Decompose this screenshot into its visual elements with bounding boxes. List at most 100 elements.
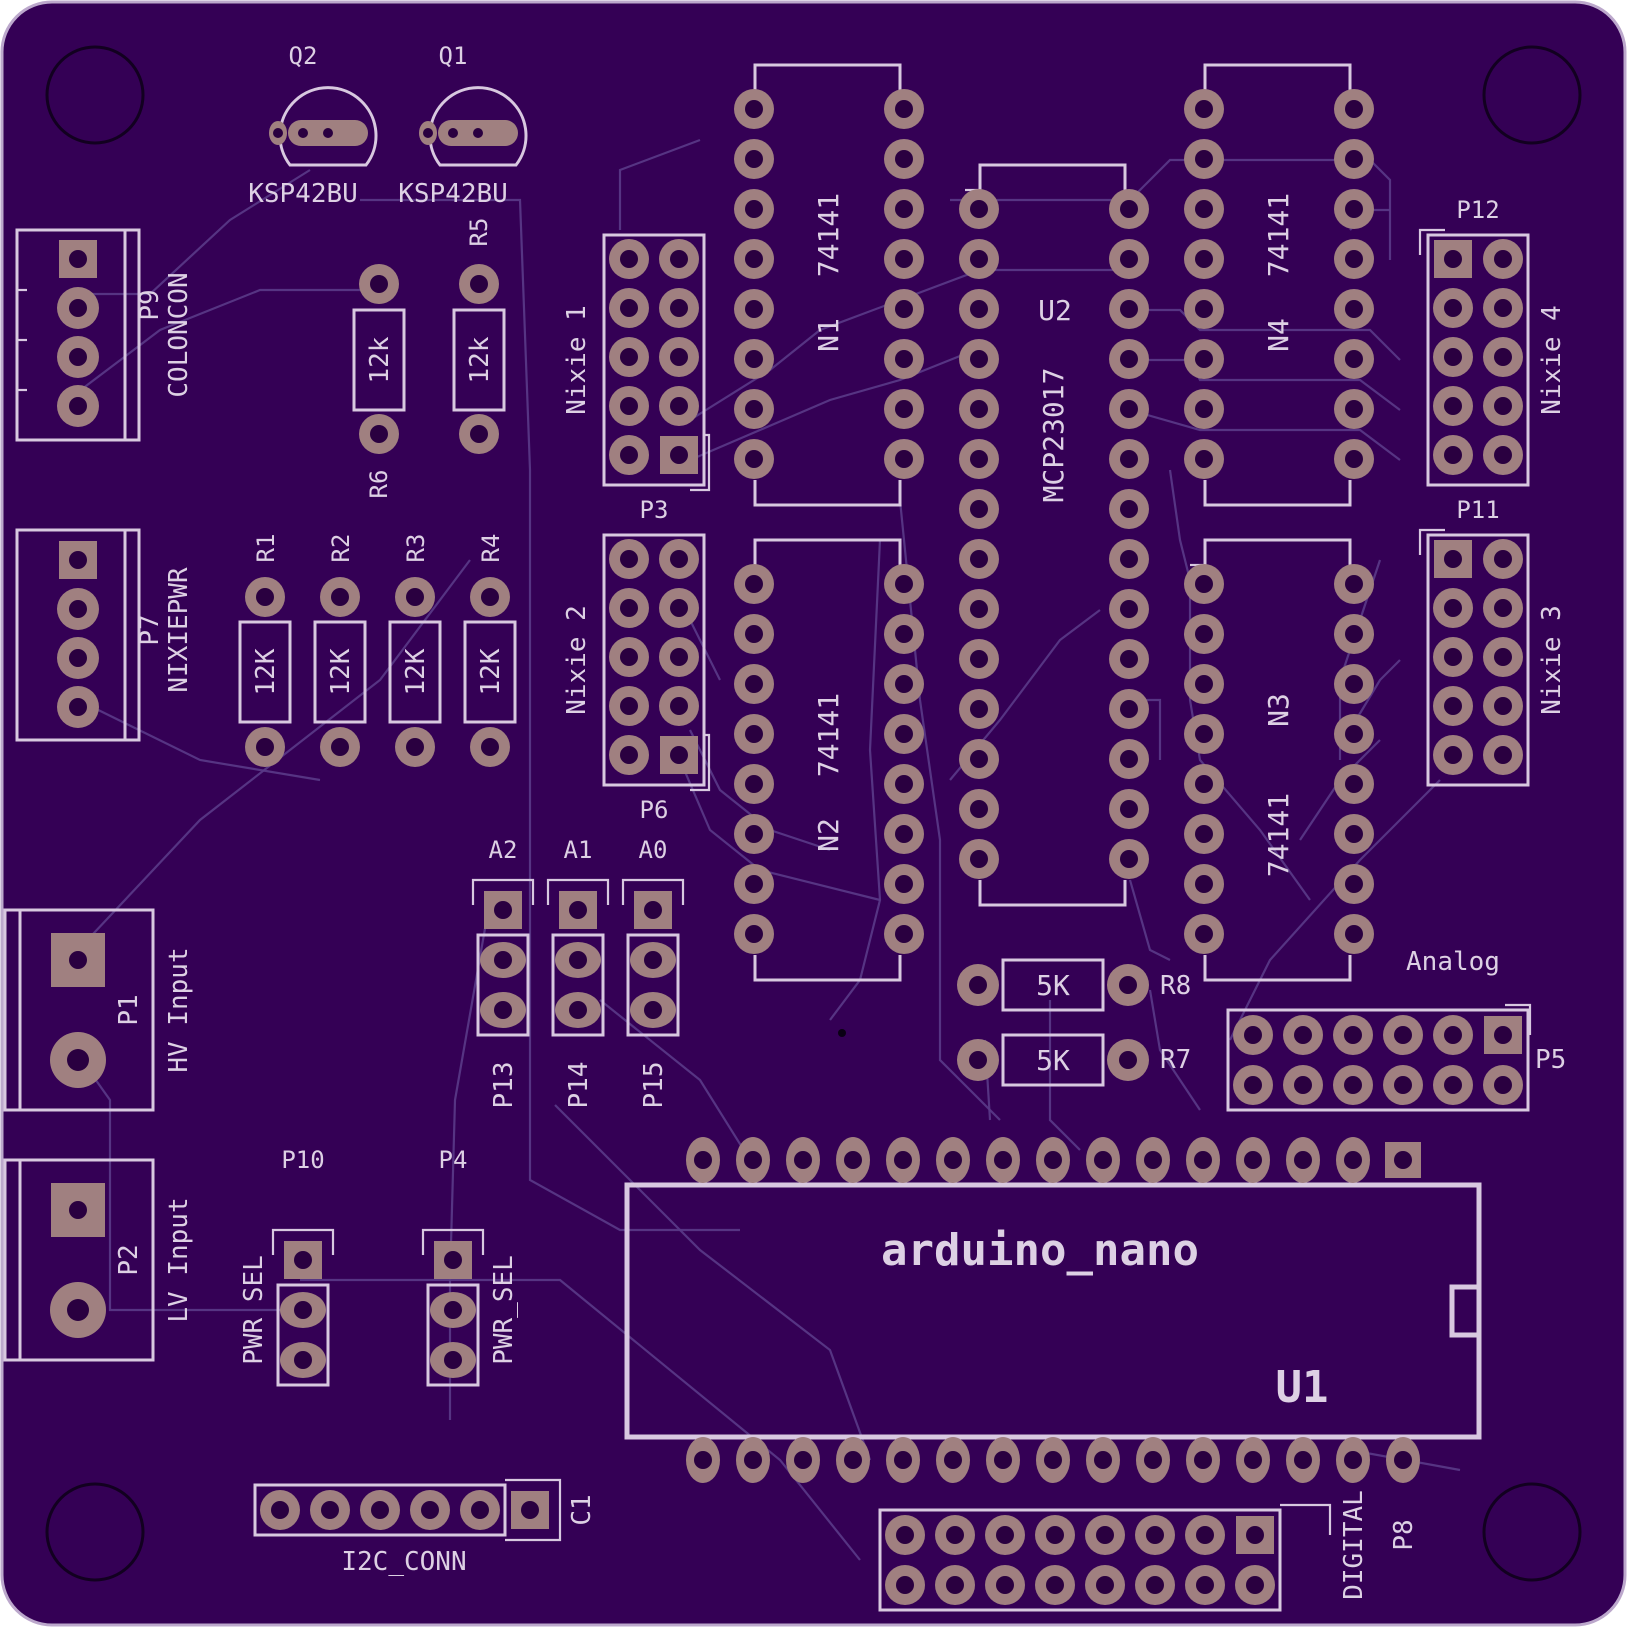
n2-pin-left-6-hole — [745, 825, 763, 843]
n4-pin-right-5 — [1334, 289, 1374, 329]
p15-pin-2-hole — [644, 951, 662, 969]
p8-pin-bottom-7 — [1235, 1565, 1275, 1605]
u2-pin-right-11-hole — [1120, 700, 1138, 718]
n4-pin-right-1-hole — [1345, 100, 1363, 118]
n3-pin-left-6 — [1184, 814, 1224, 854]
nano-top-pin-9-hole — [994, 1151, 1012, 1169]
p10-pin-2-hole — [294, 1301, 312, 1319]
n1-value-label: 74141 — [812, 193, 845, 277]
p5-pin-top-1-hole — [1294, 1026, 1312, 1044]
p14-pin-1-hole — [569, 901, 587, 919]
p6-value-label: Nixie 2 — [562, 605, 592, 715]
p5-ref-label: P5 — [1535, 1045, 1566, 1075]
p2-pin-2 — [50, 1282, 106, 1338]
n4-pin-right-6-hole — [1345, 350, 1363, 368]
q2-pin-3-hole — [323, 128, 333, 138]
u2-pin-left-1-hole — [970, 200, 988, 218]
c1-pin-6 — [260, 1490, 300, 1530]
nano-top-pin-10 — [936, 1137, 970, 1183]
p2-pin-1-hole — [69, 1201, 87, 1219]
c1-pin-1 — [511, 1491, 549, 1529]
p14-ref-label: P14 — [564, 1062, 594, 1109]
c1-pin-2 — [460, 1490, 500, 1530]
p1-pin-2-hole — [67, 1049, 89, 1071]
p3-pin-a4 — [609, 435, 649, 475]
p1-pin-1 — [51, 933, 105, 987]
p3-pin-a3-hole — [620, 397, 638, 415]
ic-n2-outline — [753, 538, 902, 982]
q1-pin-2 — [444, 121, 462, 145]
n2-pin-left-1-hole — [745, 575, 763, 593]
c1-pin-5 — [310, 1490, 350, 1530]
r1-pin-1-hole — [256, 588, 274, 606]
n4-pin-left-8-hole — [1195, 450, 1213, 468]
copper-traces — [77, 138, 1461, 1561]
u2-pin-left-14-hole — [970, 850, 988, 868]
n2-pin-left-7-hole — [745, 875, 763, 893]
nano-bottom-pin-2-hole — [744, 1451, 762, 1469]
n3-pin-right-5-hole — [1345, 775, 1363, 793]
n2-pin-left-1 — [734, 564, 774, 604]
p8-pin-top-6 — [1185, 1515, 1225, 1555]
c1-pin-4-hole — [371, 1501, 389, 1519]
nano-bottom-pin-3 — [786, 1437, 820, 1483]
c1-pin-3 — [410, 1490, 450, 1530]
n1-pin-right-8-hole — [895, 450, 913, 468]
p13-pin-2 — [480, 942, 526, 978]
p12-pin-a3-hole — [1444, 397, 1462, 415]
header-p5-pin1-mark — [1505, 1003, 1532, 1035]
nano-bottom-pin-1-hole — [694, 1451, 712, 1469]
q1-pin-2-hole — [448, 128, 458, 138]
u1-ref-label: U1 — [1276, 1362, 1329, 1413]
r3-pin-1-hole — [406, 588, 424, 606]
n2-pin-right-2 — [884, 614, 924, 654]
p9-pin-1-hole — [69, 250, 87, 268]
nano-bottom-pin-1 — [686, 1437, 720, 1483]
nano-top-pin-3-hole — [1294, 1151, 1312, 1169]
via — [838, 1029, 846, 1037]
u2-pin-left-2-hole — [970, 250, 988, 268]
nano-top-pin-11-hole — [894, 1151, 912, 1169]
p5-pin-bottom-1-hole — [1294, 1076, 1312, 1094]
u2-pin-right-13 — [1109, 789, 1149, 829]
p11-pin-a4 — [1433, 735, 1473, 775]
p1-pin-2 — [50, 1032, 106, 1088]
u2-pin-left-8-hole — [970, 550, 988, 568]
p3-pin-1 — [660, 436, 698, 474]
p6-pin-1-hole — [670, 746, 688, 764]
n2-pin-right-7 — [884, 864, 924, 904]
n1-pin-right-5-hole — [895, 300, 913, 318]
r4-ref-label: R4 — [477, 534, 505, 563]
n4-ref-label: N4 — [1262, 318, 1295, 352]
p12-pin-b2-hole — [1494, 348, 1512, 366]
n1-pin-right-7-hole — [895, 400, 913, 418]
r4-pin-2 — [470, 727, 510, 767]
p3-pin-1-hole — [670, 446, 688, 464]
r5-pin-2-hole — [470, 425, 488, 443]
u2-pin-left-10-hole — [970, 650, 988, 668]
n4-pin-left-3-hole — [1195, 200, 1213, 218]
p8-pin-bottom-7-hole — [1246, 1576, 1264, 1594]
p4-pin-2-hole — [444, 1301, 462, 1319]
p9-pin-1 — [59, 240, 97, 278]
r2-value-label: 12K — [326, 648, 356, 695]
n4-pin-right-4-hole — [1345, 250, 1363, 268]
u2-pin-right-3-hole — [1120, 300, 1138, 318]
c1-ref-label: C1 — [567, 1494, 597, 1525]
p9-pin-2 — [57, 287, 99, 329]
r8-pin-2 — [1107, 964, 1149, 1006]
p5-pin-top-4-hole — [1444, 1026, 1462, 1044]
n4-pin-left-1 — [1184, 89, 1224, 129]
p7-pin-2-hole — [69, 600, 87, 618]
r8-ref-label: R8 — [1160, 971, 1191, 1001]
nano-top-pin-2 — [1336, 1137, 1370, 1183]
p15-pin-3 — [630, 992, 676, 1028]
n3-pin-left-8 — [1184, 914, 1224, 954]
n2-pin-right-3 — [884, 664, 924, 704]
n3-pin-right-8-hole — [1345, 925, 1363, 943]
p14-pin-1 — [559, 891, 597, 929]
p11-pin-b4 — [1483, 735, 1523, 775]
p5-pin-top-2 — [1333, 1015, 1373, 1055]
a2-label: A2 — [489, 836, 518, 864]
p12-pin-b2 — [1483, 337, 1523, 377]
